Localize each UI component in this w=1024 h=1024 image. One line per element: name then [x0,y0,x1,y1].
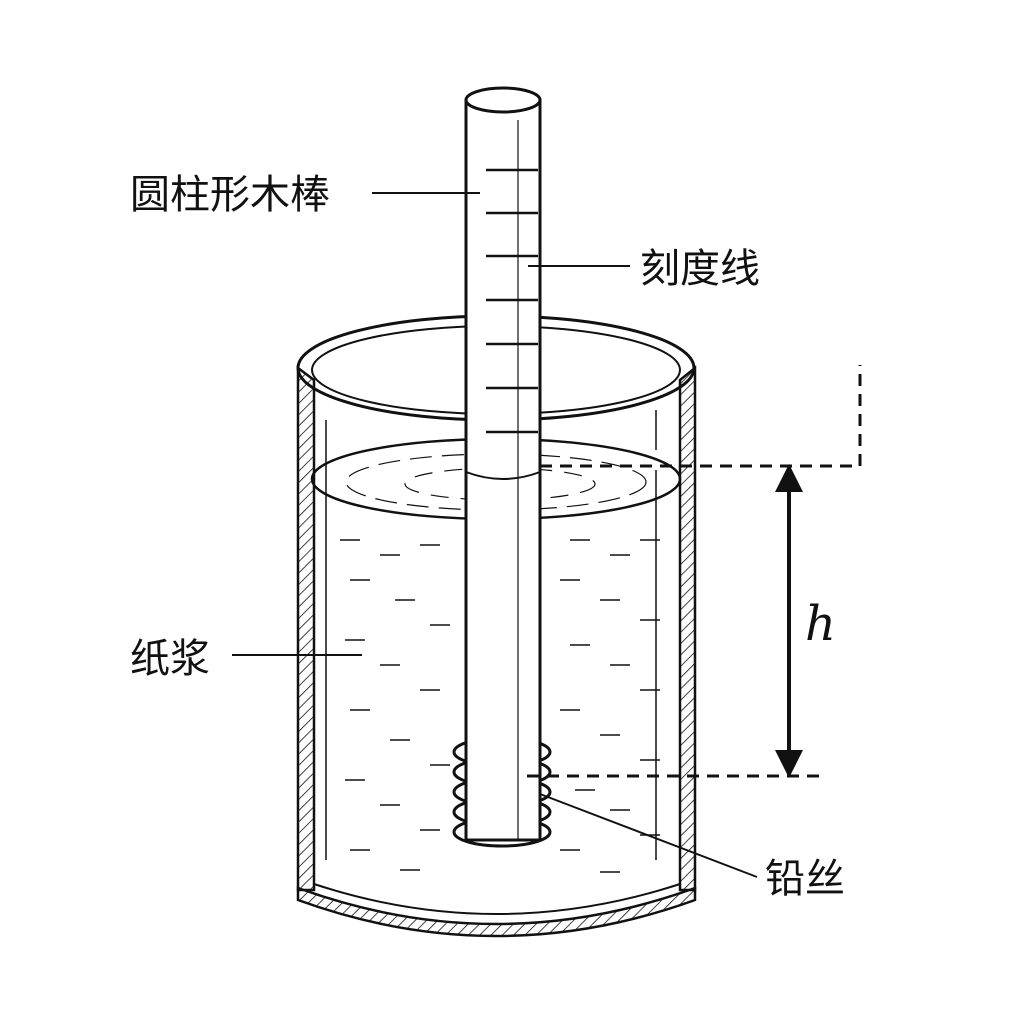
scale-marks-label: 刻度线 [640,246,760,292]
rod-label: 圆柱形木棒 [130,172,330,218]
beaker-bottom [296,886,697,938]
rod-top [464,86,542,114]
pulp-label: 纸浆 [130,636,210,682]
beaker-right-wall [678,365,697,892]
leader-lines [232,192,758,878]
beaker-inner-bottom [313,883,681,915]
wooden-rod [464,86,542,842]
lead-wire-leader [539,793,758,878]
surface-dashed-line [540,365,862,468]
depth-label: h [805,596,836,652]
scale-marks [486,168,538,434]
lead-wire-label: 铅丝 [765,856,845,902]
pulp-texture [340,539,660,873]
beaker-left-wall [296,365,316,892]
depth-indicator: h [527,365,862,778]
